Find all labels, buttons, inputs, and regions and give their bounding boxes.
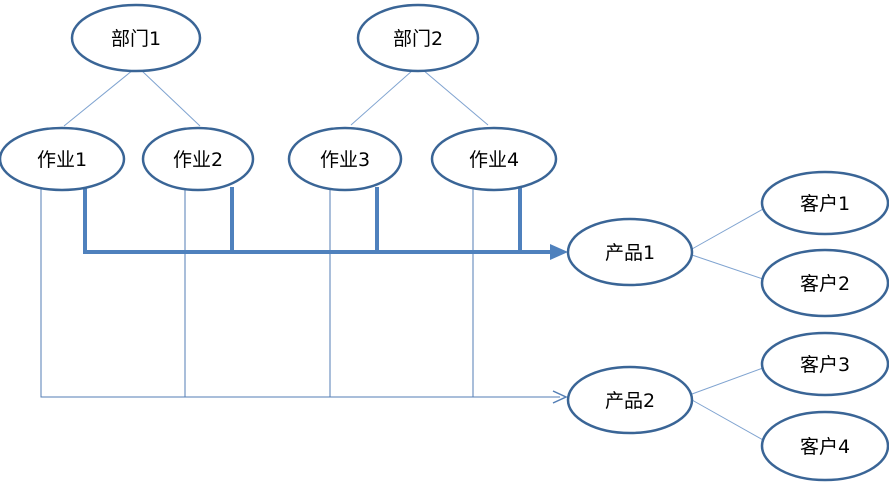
node-product1-ellipse: [566, 217, 694, 287]
edge-product2-customer3: [691, 367, 764, 395]
edge-job1-product1-collector: [83, 187, 552, 254]
node-job4: 作业4: [430, 126, 558, 192]
node-job3: 作业3: [287, 126, 403, 192]
node-dept1: 部门1: [70, 3, 202, 73]
node-customer3-label: 客户3: [800, 354, 850, 376]
node-dept2-ellipse: [356, 3, 480, 73]
node-customer4-label: 客户4: [800, 436, 850, 458]
node-customer3: 客户3: [760, 331, 889, 397]
edge-job1-product2-collector: [40, 186, 560, 398]
edge-product2-customer4: [691, 399, 764, 441]
node-dept1-ellipse: [70, 3, 202, 73]
edge-dept1-job1: [63, 69, 134, 127]
node-product1-label: 产品1: [605, 242, 655, 264]
node-customer1-label: 客户1: [800, 193, 850, 215]
node-job4-ellipse: [430, 126, 558, 192]
node-job1-ellipse: [0, 126, 126, 192]
node-customer3-ellipse: [760, 331, 889, 397]
product-customer-links: [691, 208, 764, 441]
node-dept2: 部门2: [356, 3, 480, 73]
node-customer2-label: 客户2: [800, 273, 850, 295]
node-customer2-ellipse: [760, 248, 889, 318]
node-job1-label: 作业1: [37, 149, 87, 171]
edge-dept2-job4: [422, 69, 489, 126]
node-product1: 产品1: [566, 217, 694, 287]
node-job3-ellipse: [287, 126, 403, 192]
arrowhead-product1: [550, 244, 568, 260]
node-customer1: 客户1: [760, 170, 889, 236]
node-customer4: 客户4: [760, 410, 889, 482]
node-job4-label: 作业4: [469, 149, 519, 171]
node-customer2: 客户2: [760, 248, 889, 318]
node-product2: 产品2: [566, 365, 694, 435]
edge-dept2-job3: [350, 69, 414, 126]
node-product2-label: 产品2: [605, 390, 655, 412]
node-job1: 作业1: [0, 126, 126, 192]
arrowhead-product2: [552, 390, 568, 404]
node-job2-ellipse: [141, 126, 255, 192]
node-customer4-ellipse: [760, 410, 889, 482]
edge-product1-customer1: [691, 208, 764, 250]
node-job2: 作业2: [141, 126, 255, 192]
node-job2-label: 作业2: [173, 149, 223, 171]
edge-dept1-job2: [140, 69, 201, 127]
node-job3-label: 作业3: [320, 149, 370, 171]
department-activity-links: [63, 69, 489, 127]
thick-flow-to-product1: [83, 187, 568, 260]
node-customer1-ellipse: [760, 170, 889, 236]
edge-product1-customer2: [691, 254, 764, 280]
node-dept2-label: 部门2: [393, 28, 443, 50]
thin-flow-to-product2: [40, 186, 568, 404]
node-dept1-label: 部门1: [111, 28, 161, 50]
node-product2-ellipse: [566, 365, 694, 435]
